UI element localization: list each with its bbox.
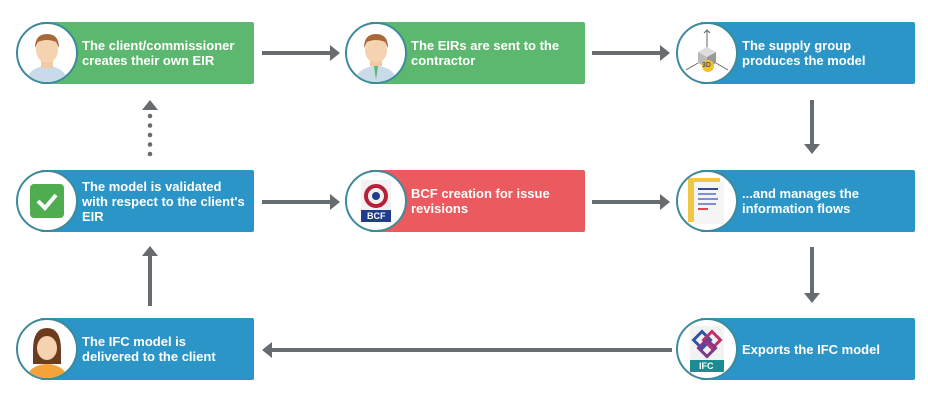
checkmark-icon [16,170,78,232]
node-ifc-delivered: The IFC model is delivered to the client [16,318,254,380]
node-manages-flows: ...and manages the information flows [676,170,915,232]
node-text: The client/commissioner creates their ow… [82,38,235,68]
woman-avatar-icon [16,318,78,380]
node-bcf-creation: BCF BCF creation for issue revisions [345,170,585,232]
3d-label: 3D [702,62,711,69]
bcf-label: BCF [367,211,386,221]
man-avatar-icon [16,22,78,84]
node-client-creates-eir: The client/commissioner creates their ow… [16,22,254,84]
node-model-validated: The model is validated with respect to t… [16,170,254,232]
node-text: The supply group produces the model [742,38,866,68]
node-eirs-sent: The EIRs are sent to the contractor [345,22,585,84]
3d-cube-icon: 3D [676,22,738,84]
node-supply-produces: 3D The supply group produces the model [676,22,915,84]
node-text: The model is validated with respect to t… [82,178,245,224]
ifc-file-icon: IFC [676,318,738,380]
node-exports-ifc: IFC Exports the IFC model [676,318,915,380]
node-text: ...and manages the information flows [742,186,860,216]
ifc-label: IFC [699,361,714,371]
bcf-file-icon: BCF [345,170,407,232]
node-text: BCF creation for issue revisions [411,186,550,216]
node-text: The IFC model is delivered to the client [82,334,216,364]
document-icon [676,170,738,232]
man-avatar-icon [345,22,407,84]
node-text: The EIRs are sent to the contractor [411,38,560,68]
node-text: Exports the IFC model [742,341,880,357]
